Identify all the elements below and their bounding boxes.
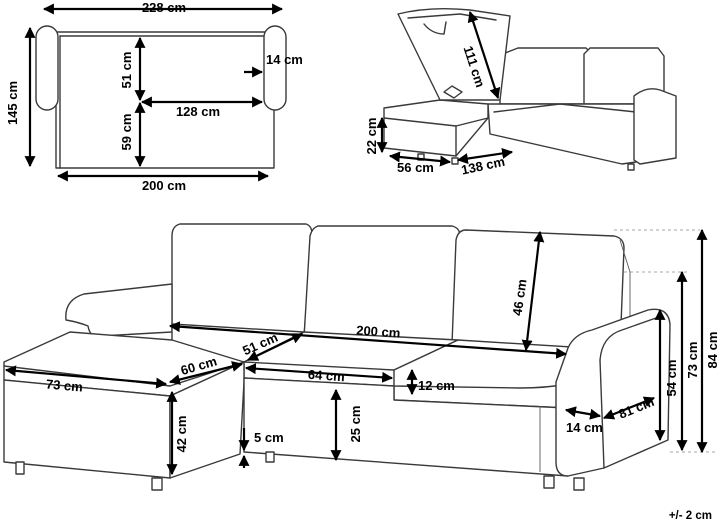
label-84: 84 cm	[705, 332, 720, 369]
right-arm	[555, 308, 671, 477]
label-145: 145 cm	[5, 81, 20, 125]
back-cushion-left	[171, 223, 313, 337]
label-25: 25 cm	[348, 406, 363, 443]
sofa-base	[243, 377, 569, 477]
tolerance-note: +/- 2 cm	[669, 510, 712, 522]
label-228: 228 cm	[142, 0, 186, 15]
chaise-front	[3, 379, 171, 479]
plan-outline	[55, 31, 275, 169]
plan-view	[35, 25, 287, 169]
label-56: 56 cm	[397, 160, 434, 175]
label-73-chaise: 73 cm	[45, 376, 83, 394]
label-12: 12 cm	[418, 378, 455, 393]
plan-left-arm	[35, 25, 59, 111]
label-138: 138 cm	[460, 154, 506, 178]
foot	[543, 475, 555, 489]
foot	[573, 477, 585, 491]
plan-right-arm	[263, 25, 287, 111]
label-128: 128 cm	[176, 104, 220, 119]
storage-view	[383, 7, 677, 171]
label-64: 64 cm	[307, 367, 345, 385]
label-59: 59 cm	[119, 114, 134, 151]
label-42: 42 cm	[174, 416, 189, 453]
label-200-top: 200 cm	[142, 178, 186, 193]
label-73-side: 73 cm	[685, 342, 700, 379]
label-22: 22 cm	[364, 118, 379, 155]
foot	[265, 451, 275, 463]
foot	[15, 461, 25, 475]
foot	[151, 477, 163, 491]
label-51: 51 cm	[119, 52, 134, 89]
left-arm	[65, 283, 173, 337]
label-14: 14 cm	[266, 52, 303, 67]
label-46: 46 cm	[510, 278, 530, 317]
label-54: 54 cm	[664, 360, 679, 397]
front-view	[3, 223, 716, 491]
label-5: 5 cm	[254, 430, 284, 445]
label-14-front: 14 cm	[566, 420, 603, 435]
label-200-front: 200 cm	[356, 322, 401, 340]
